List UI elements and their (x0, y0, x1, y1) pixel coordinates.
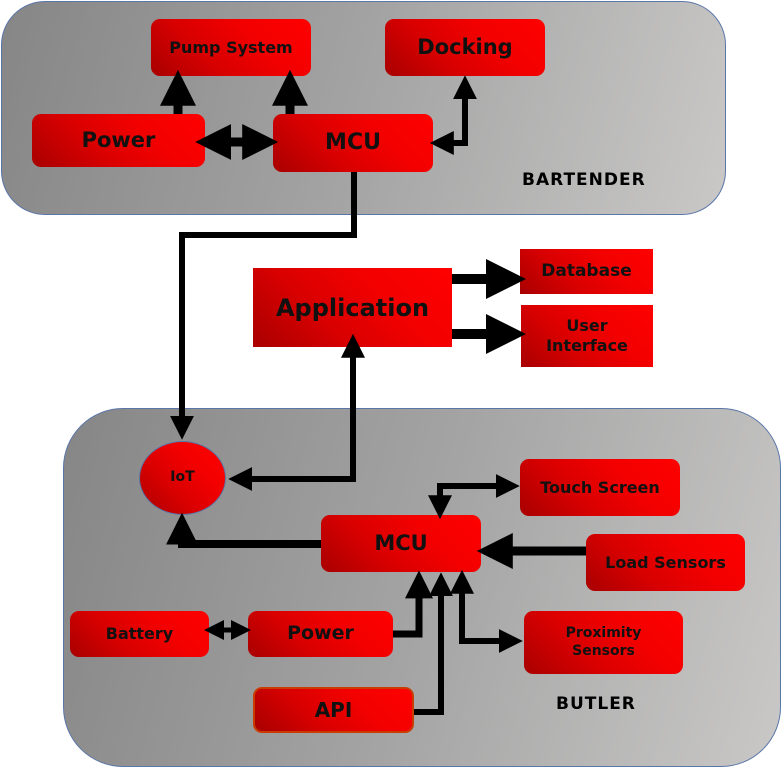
proximity-sensors-label-line1: Proximity (565, 625, 642, 641)
bartender-mcu-node: MCU (273, 114, 433, 172)
butler-mcu-node: MCU (321, 515, 481, 572)
bartender-group-label: BARTENDER (522, 170, 646, 190)
database-label: Database (541, 260, 632, 281)
bartender-power-node: Power (32, 114, 205, 167)
user-interface-node: User Interface (521, 305, 653, 367)
application-label: Application (275, 293, 430, 322)
touch-screen-label: Touch Screen (540, 477, 660, 497)
docking-node: Docking (385, 19, 545, 76)
iot-label: IoT (170, 469, 195, 486)
touch-screen-node: Touch Screen (520, 459, 680, 516)
battery-node: Battery (70, 611, 209, 657)
battery-label: Battery (105, 624, 174, 643)
docking-label: Docking (417, 35, 513, 60)
bartender-power-label: Power (81, 128, 156, 153)
iot-node: IoT (139, 441, 226, 515)
application-node: Application (253, 268, 452, 347)
butler-mcu-label: MCU (374, 531, 428, 556)
bartender-mcu-label: MCU (325, 130, 381, 156)
butler-power-label: Power (287, 622, 354, 645)
butler-power-node: Power (248, 611, 393, 657)
bartender-group (1, 1, 726, 215)
pump-system-label: Pump System (169, 37, 293, 57)
load-sensors-node: Load Sensors (586, 534, 745, 591)
user-interface-label-line2: Interface (546, 336, 628, 355)
api-node: API (253, 687, 414, 733)
load-sensors-label: Load Sensors (605, 552, 726, 572)
pump-system-node: Pump System (151, 19, 311, 76)
database-node: Database (520, 249, 653, 294)
butler-group-label: BUTLER (556, 694, 636, 714)
api-label: API (314, 697, 353, 722)
user-interface-label-line1: User (566, 316, 608, 335)
proximity-sensors-label-line2: Sensors (572, 642, 635, 659)
proximity-sensors-node: Proximity Sensors (524, 611, 683, 674)
